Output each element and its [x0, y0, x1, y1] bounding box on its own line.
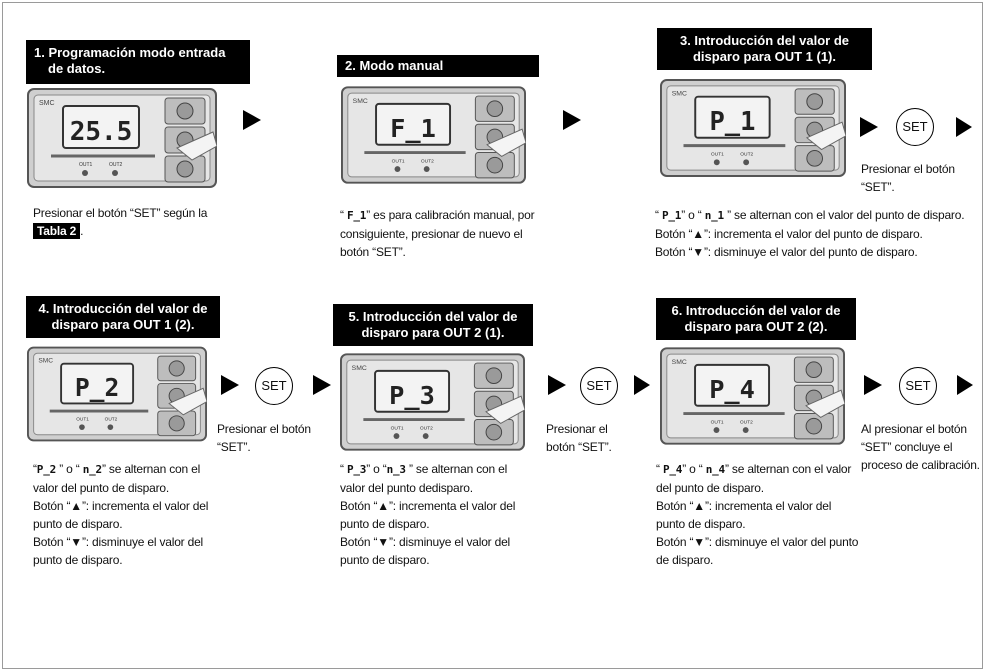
step-6-title: 6. Introducción del valor de disparo par…: [656, 298, 856, 340]
set-button-step-3: SET: [896, 108, 934, 146]
svg-text:OUT1: OUT1: [392, 158, 405, 164]
svg-text:OUT1: OUT1: [711, 419, 724, 425]
set-button-step-6: SET: [899, 367, 937, 405]
svg-text:SMC: SMC: [672, 91, 687, 98]
svg-text:OUT2: OUT2: [420, 425, 433, 431]
svg-text:SMC: SMC: [672, 359, 687, 366]
svg-text:SMC: SMC: [352, 365, 367, 372]
svg-text:P_1: P_1: [709, 107, 755, 137]
svg-text:OUT2: OUT2: [421, 158, 434, 164]
step-4-after-set: Presionar el botón “SET”.: [217, 422, 311, 454]
set-button-step-5: SET: [580, 367, 618, 405]
svg-text:OUT2: OUT2: [109, 162, 123, 168]
svg-text:OUT2: OUT2: [740, 419, 753, 425]
step-1-text: Presionar el botón “SET” según la Tabla …: [33, 206, 208, 239]
set-button-step-4: SET: [255, 367, 293, 405]
arrow-1: [243, 110, 261, 130]
step-3-text: “ P_1” o “ n_1 ” se alternan con el valo…: [655, 208, 965, 259]
svg-text:F_1: F_1: [390, 114, 436, 143]
step-5-title: 5. Introducción del valor de disparo par…: [333, 304, 533, 346]
svg-text:P_3: P_3: [389, 381, 435, 410]
arrow-5a: [548, 375, 566, 395]
step-3-title: 3. Introducción del valor de disparo par…: [657, 28, 872, 70]
step-4-title: 4. Introducción del valor de disparo par…: [26, 296, 220, 338]
device-step-3: SMC P_1 OUT1 OUT2: [660, 79, 846, 177]
table-2-ref: Tabla 2: [33, 223, 81, 239]
device-step-4: SMC P_2 OUT1 OUT2: [27, 346, 207, 442]
step-1-title: 1. Programación modo entrada de datos.: [26, 40, 250, 84]
step-2-title: 2. Modo manual: [337, 55, 539, 77]
svg-text:OUT2: OUT2: [740, 151, 753, 157]
step-2-text: “ F_1” es para calibración manual, por c…: [340, 208, 535, 259]
step-6-after-set: Al presionar el botón “SET” concluye el …: [861, 422, 980, 472]
step-4-text: “P_2 ” o “ n_2” se alternan con el valor…: [33, 462, 209, 567]
step-3-after-set: Presionar el botón “SET”.: [861, 162, 955, 194]
device-step-1: SMC 25.5 OUT1 OUT2: [27, 88, 217, 188]
arrow-3b: [956, 117, 972, 137]
device-step-6: SMC P_4 OUT1 OUT2: [660, 347, 845, 445]
svg-text:OUT1: OUT1: [391, 425, 404, 431]
device-step-5: SMC P_3 OUT1 OUT2: [340, 353, 525, 451]
svg-text:P_4: P_4: [709, 375, 755, 404]
svg-text:OUT2: OUT2: [105, 417, 118, 423]
arrow-4b: [313, 375, 331, 395]
arrow-3a: [860, 117, 878, 137]
arrow-5b: [634, 375, 650, 395]
svg-text:SMC: SMC: [38, 358, 53, 365]
step-5-text: “ P_3” o “n_3 ” se alternan con el valor…: [340, 462, 516, 567]
svg-text:SMC: SMC: [39, 100, 55, 107]
svg-text:P_2: P_2: [75, 373, 119, 402]
svg-text:OUT1: OUT1: [79, 162, 93, 168]
svg-text:SMC: SMC: [353, 98, 368, 105]
arrow-2: [563, 110, 581, 130]
arrow-4a: [221, 375, 239, 395]
step-6-text: “ P_4” o “ n_4” se alternan con el valor…: [656, 462, 859, 567]
arrow-6b: [957, 375, 973, 395]
svg-text:25.5: 25.5: [70, 117, 133, 147]
svg-text:OUT1: OUT1: [76, 417, 89, 423]
svg-text:OUT1: OUT1: [711, 151, 724, 157]
arrow-6a: [864, 375, 882, 395]
step-5-after-set: Presionar el botón “SET”.: [546, 422, 612, 454]
device-step-2: SMC F_1 OUT1 OUT2: [341, 86, 526, 184]
